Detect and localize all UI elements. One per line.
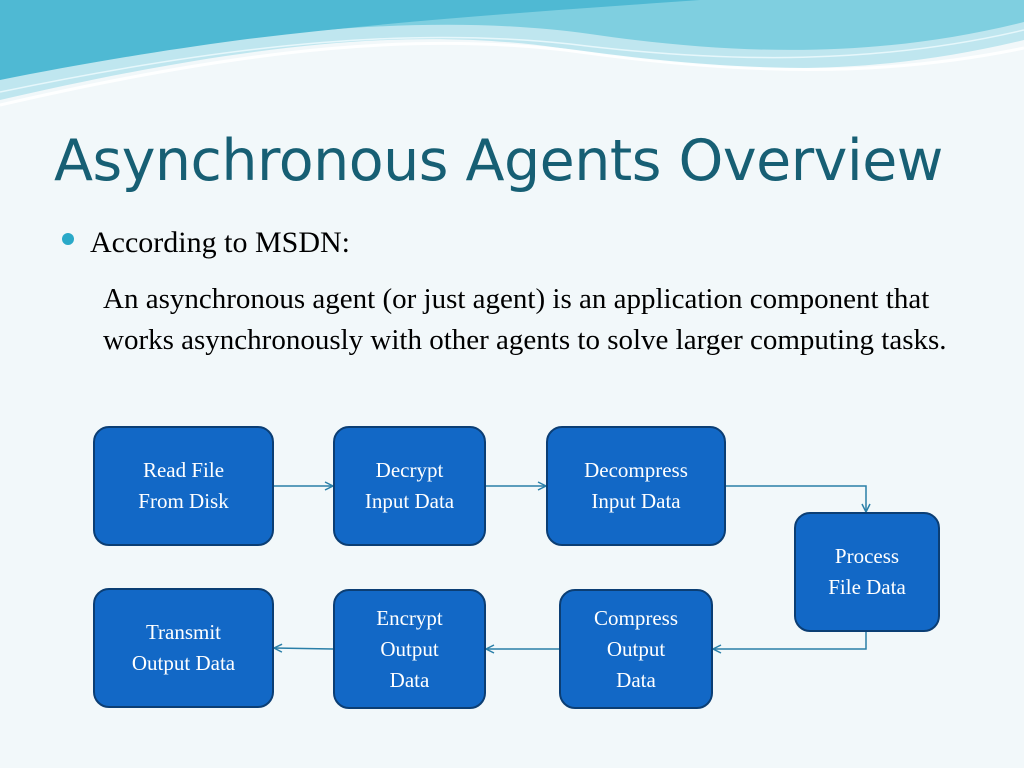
bullet-dot-icon (62, 233, 74, 245)
slide-title: Asynchronous Agents Overview (54, 128, 943, 194)
edge-encrypt-transmit (272, 643, 334, 653)
edge-decompress-process (726, 485, 871, 514)
header-wave-decoration (0, 0, 1024, 107)
quote-text: An asynchronous agent (or just agent) is… (103, 283, 947, 356)
edge-process-compress (711, 632, 867, 654)
bullet-item: According to MSDN: (62, 226, 350, 260)
bullet-text: According to MSDN: (90, 226, 350, 259)
